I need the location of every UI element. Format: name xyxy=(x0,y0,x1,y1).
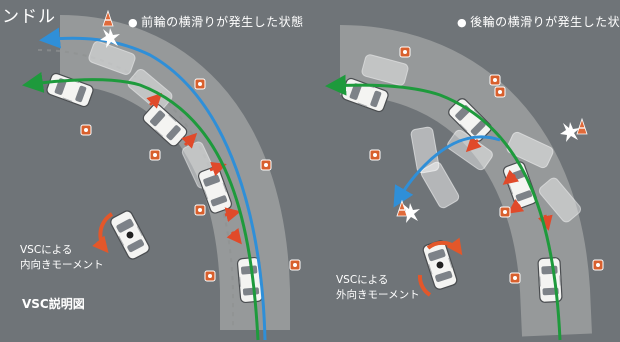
inward-moment-line-1: VSCによる xyxy=(20,244,73,256)
inward-moment-label: VSCによる 内向きモーメント xyxy=(20,243,104,273)
left-panel-heading: ●前輪の横滑りが発生した状態 xyxy=(128,13,304,30)
outward-moment-arrow-icon xyxy=(426,237,463,256)
right-panel-heading: ●後輪の横滑りが発生した状態 xyxy=(457,13,620,30)
diagram-caption: VSC説明図 xyxy=(22,297,85,311)
left-green-path-arrow xyxy=(22,72,260,341)
outward-moment-line-1: VSCによる xyxy=(336,274,389,286)
right-example-car xyxy=(417,237,463,297)
left-heading-text: 前輪の横滑りが発生した状態 xyxy=(141,15,304,29)
outward-moment-label: VSCによる 外向きモーメント xyxy=(336,273,420,303)
right-force-arrows xyxy=(465,136,553,231)
inward-moment-line-2: 内向きモーメント xyxy=(20,259,104,271)
heading-bullet-icon: ● xyxy=(457,16,468,29)
heading-bullet-icon: ● xyxy=(128,16,139,29)
right-heading-text: 後輪の横滑りが発生した状態 xyxy=(470,15,620,29)
inward-moment-arrow-icon xyxy=(92,212,114,254)
right-green-path-arrow xyxy=(325,74,562,341)
left-example-car xyxy=(92,208,152,262)
left-force-arrows xyxy=(146,92,242,245)
corner-title-fragment: ンドル xyxy=(2,7,56,27)
left-blue-path-arrow xyxy=(39,27,267,341)
right-blue-path-arrow xyxy=(393,135,501,208)
outward-moment-line-2: 外向きモーメント xyxy=(336,289,420,301)
